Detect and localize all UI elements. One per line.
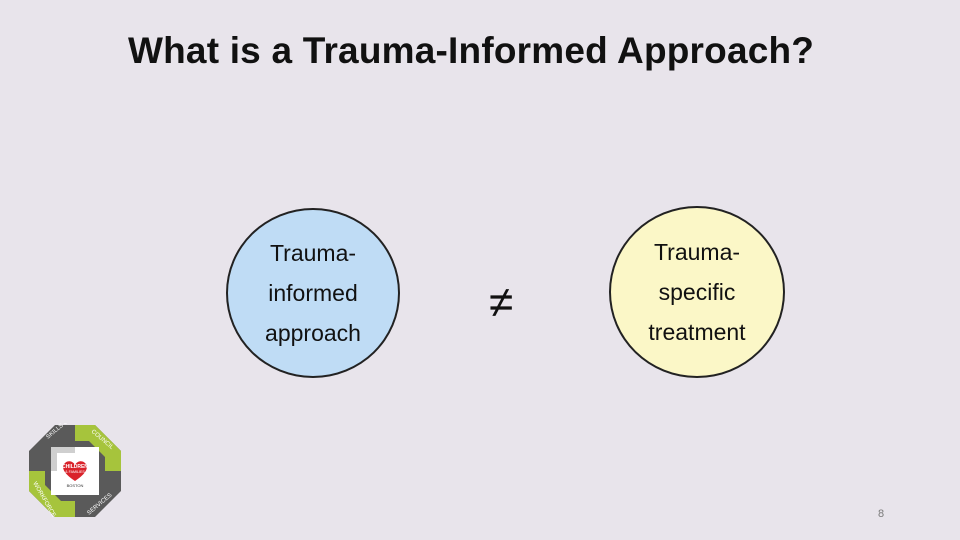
organization-logo: SKILLS CITY COUNCIL SERVICES WORKFORCE C…	[27, 413, 123, 519]
svg-text:& FAMILIES: & FAMILIES	[65, 470, 85, 474]
trauma-specific-line-1: Trauma-	[653, 239, 741, 265]
page-number: 8	[878, 508, 885, 520]
logo-emblem-icon: SKILLS CITY COUNCIL SERVICES WORKFORCE C…	[29, 413, 121, 518]
not-equal-symbol: ≠	[489, 278, 514, 327]
svg-text:CHILDREN: CHILDREN	[62, 464, 88, 470]
trauma-specific-circle: Trauma- specific treatment	[609, 206, 785, 378]
svg-text:BOSTON: BOSTON	[67, 483, 84, 488]
trauma-informed-line-1: Trauma-	[269, 240, 357, 266]
trauma-specific-line-2: specific	[658, 279, 736, 305]
trauma-informed-line-2: informed	[268, 280, 358, 306]
trauma-specific-line-3: treatment	[648, 319, 746, 345]
trauma-informed-circle: Trauma- informed approach	[226, 208, 400, 378]
slide-title: What is a Trauma-Informed Approach?	[128, 30, 815, 71]
trauma-informed-line-3: approach	[265, 320, 361, 346]
